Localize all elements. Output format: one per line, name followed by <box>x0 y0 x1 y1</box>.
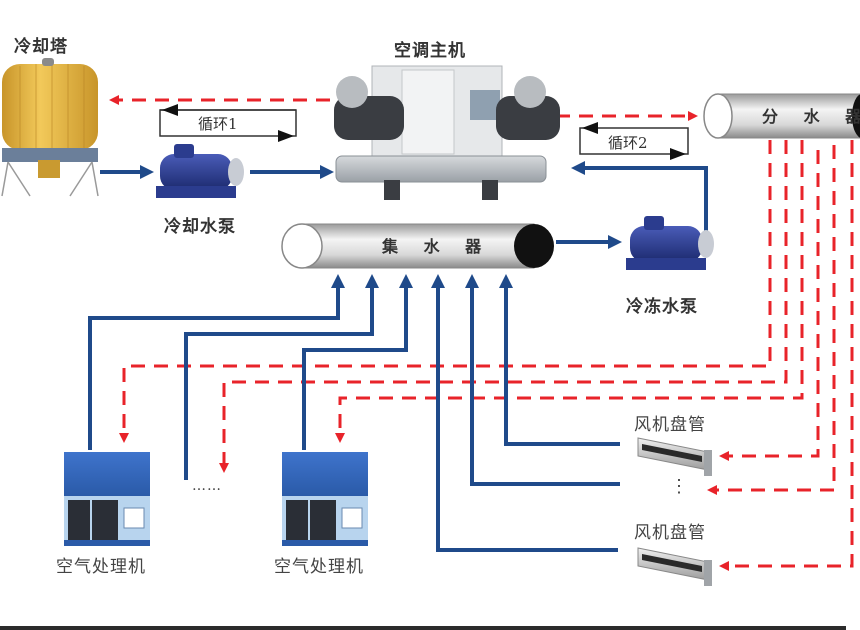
ahu1-label: 空气处理机 <box>56 557 146 577</box>
bottom-border <box>0 626 846 630</box>
cooling-pump-label: 冷却水泵 <box>164 217 236 237</box>
fcu1-supply-line <box>719 150 820 461</box>
fcu2-supply-line <box>719 140 854 571</box>
chiller-icon <box>334 65 560 200</box>
cooling-tower-label: 冷却塔 <box>14 37 68 57</box>
ahu2-supply-line <box>335 140 804 443</box>
loop1-indicator: 循环1 <box>159 104 297 142</box>
chilled-pump-icon <box>626 216 714 270</box>
ahu-n-return-line <box>184 274 379 480</box>
loop2-arrow-right-icon <box>670 148 686 160</box>
fcu-ellipsis: ⋮ <box>670 476 689 497</box>
ahu2-label: 空气处理机 <box>274 557 364 577</box>
chiller-label: 空调主机 <box>394 41 466 61</box>
loop2-arrow-left-icon <box>582 122 598 134</box>
fcu2-return-line <box>431 274 618 552</box>
ahu1-icon <box>64 452 150 546</box>
return-header: 集 水 器 <box>281 223 554 269</box>
ahu-n-supply-line <box>219 140 788 473</box>
supply-header-label: 分 水 器 <box>762 107 860 126</box>
return-header-label: 集 水 器 <box>381 237 491 256</box>
ahu1-supply-line <box>119 140 772 443</box>
chilled-pump-to-chiller-line <box>571 161 708 232</box>
return-water-lines <box>88 161 708 552</box>
chilled-pump-label: 冷冻水泵 <box>626 297 698 317</box>
loop1-arrow-right-icon <box>278 130 294 142</box>
cooling-tower-icon <box>1 58 99 197</box>
loop2-indicator: 循环2 <box>579 122 689 160</box>
loop2-label: 循环2 <box>608 134 648 152</box>
loop1-arrow-left-icon <box>162 104 178 116</box>
fcu-n-supply-line <box>707 145 836 495</box>
fcu-n-return-line <box>465 274 620 486</box>
ahu1-return-line <box>88 274 345 450</box>
fcu1-icon <box>637 437 712 476</box>
supply-water-lines <box>109 95 854 571</box>
fcu1-return-line <box>499 274 620 446</box>
loop1-label: 循环1 <box>198 115 238 133</box>
fcu2-icon <box>637 547 712 586</box>
fcu2-label: 风机盘管 <box>634 523 706 543</box>
ahu2-icon <box>282 452 368 546</box>
supply-header: 分 水 器 <box>703 93 860 139</box>
ahu2-return-line <box>302 274 413 450</box>
cooling-pump-icon <box>156 144 244 198</box>
fcu1-label: 风机盘管 <box>634 415 706 435</box>
ahu-ellipsis: …… <box>192 478 222 494</box>
